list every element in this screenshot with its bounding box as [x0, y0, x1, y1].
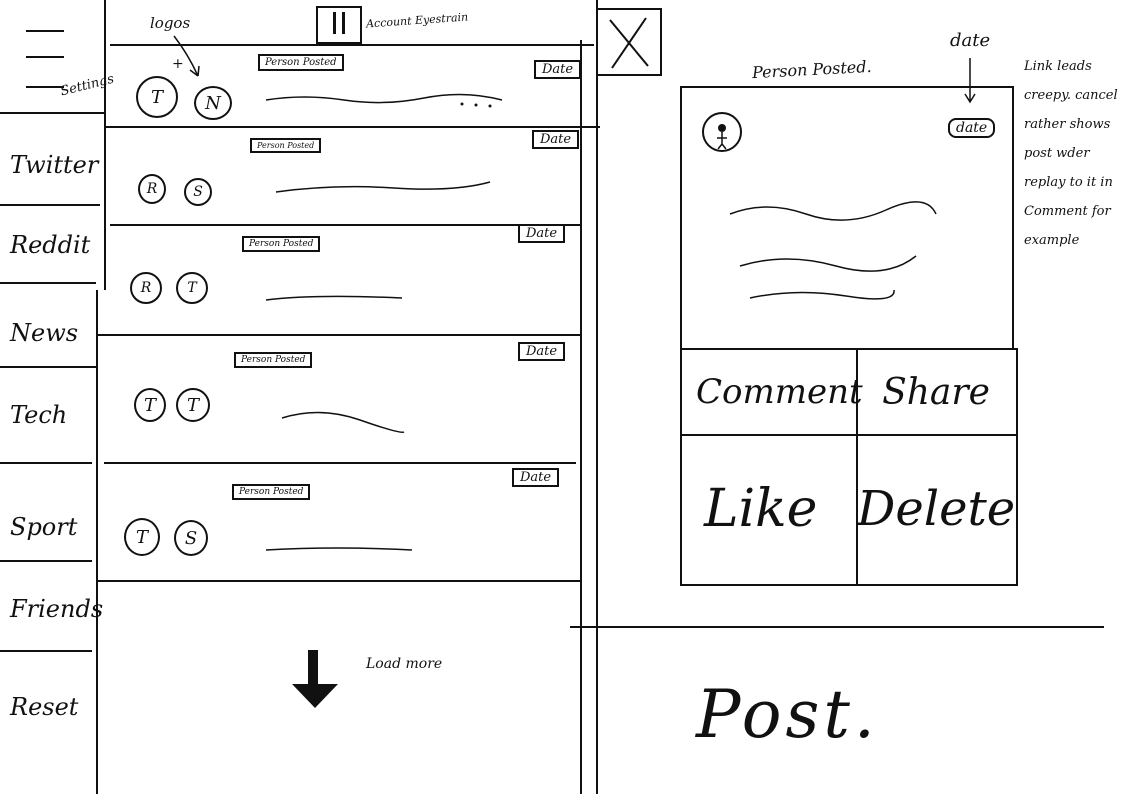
sidebar-item-label: Sport [10, 513, 78, 541]
source-logo: S [184, 178, 212, 206]
pause-icon [330, 12, 348, 38]
pause-button[interactable] [316, 6, 362, 44]
action-grid [680, 348, 1018, 586]
sidebar-item-reddit[interactable]: Reddit [0, 210, 104, 280]
ellipsis-icon [460, 102, 492, 108]
post-preview-text [275, 181, 491, 193]
date-tag: Date [512, 468, 560, 487]
sidebar-item-news[interactable]: News [0, 300, 104, 366]
person-tag: Person Posted [242, 236, 321, 252]
sidebar-item-twitter[interactable]: Twitter [0, 130, 104, 200]
person-tag: Person Posted [234, 352, 313, 368]
source-logo: R [130, 272, 162, 304]
source-logo: R [138, 174, 166, 204]
close-icon [609, 17, 649, 69]
load-more-label[interactable]: Load more [366, 656, 443, 672]
sidebar-item-label: Reddit [10, 231, 91, 259]
avatar [702, 112, 742, 152]
source-logo: T [124, 518, 160, 556]
annotation-arrow-icon [173, 35, 200, 77]
source-logo: T [134, 388, 166, 422]
feed-row[interactable]: T N Person Posted Date [104, 46, 598, 128]
sidebar-item-label: News [10, 319, 79, 347]
annotation-arrow-icon [964, 58, 976, 104]
pause-label: Account Eyestrain [365, 10, 469, 31]
source-logo: N [194, 86, 232, 120]
sidebar-item-label: Friends [10, 595, 104, 623]
logos-plus: + [172, 56, 184, 72]
post-body-text [729, 201, 937, 300]
load-more-arrow-icon[interactable] [290, 648, 340, 710]
post-preview-text [265, 93, 503, 104]
logos-note: logos [150, 14, 191, 32]
sidebar-item-sport[interactable]: Sport [0, 496, 104, 558]
source-logo: T [176, 388, 210, 422]
sidebar-item-reset[interactable]: Reset [0, 676, 104, 738]
person-icon [717, 124, 727, 150]
design-note: Link leads creepy. cancel rather shows p… [1024, 59, 1118, 248]
sidebar-item-tech[interactable]: Tech [0, 382, 104, 448]
feed-row[interactable]: R T Person Posted Date [104, 224, 598, 334]
share-button[interactable]: Share [882, 371, 990, 413]
sidebar-item-label: Twitter [10, 151, 99, 179]
date-note: date [950, 30, 991, 51]
feed-row[interactable]: R S Person Posted Date [104, 128, 598, 224]
post-button[interactable]: Post. [696, 676, 879, 753]
date-tag: Date [518, 342, 566, 361]
source-logo: S [174, 520, 208, 556]
date-tag: Date [534, 60, 582, 79]
post-preview-text [281, 411, 405, 433]
sidebar-item-label: Tech [10, 401, 68, 429]
delete-button[interactable]: Delete [856, 481, 1016, 537]
feed-row[interactable]: T T Person Posted Date [104, 336, 598, 462]
sidebar-item-label: Reset [10, 693, 79, 721]
comment-button[interactable]: Comment [696, 372, 863, 412]
person-tag: Person Posted [258, 54, 344, 71]
menu-button[interactable] [26, 26, 66, 90]
date-tag: date [948, 118, 996, 138]
post-detail-card: date [680, 86, 1014, 350]
post-preview-text [265, 295, 403, 301]
post-preview-text [265, 547, 413, 551]
close-button[interactable] [596, 8, 662, 76]
person-tag: Person Posted [250, 138, 322, 153]
person-tag: Person Posted [232, 484, 311, 500]
source-logo: T [176, 272, 208, 304]
sidebar-item-friends[interactable]: Friends [0, 576, 104, 642]
like-button[interactable]: Like [704, 479, 818, 539]
source-logo: T [136, 76, 178, 118]
date-tag: Date [532, 130, 580, 149]
feed-row[interactable]: T S Person Posted Date [104, 464, 598, 580]
person-posted-label: Person Posted. [751, 56, 873, 83]
date-tag: Date [518, 224, 566, 243]
